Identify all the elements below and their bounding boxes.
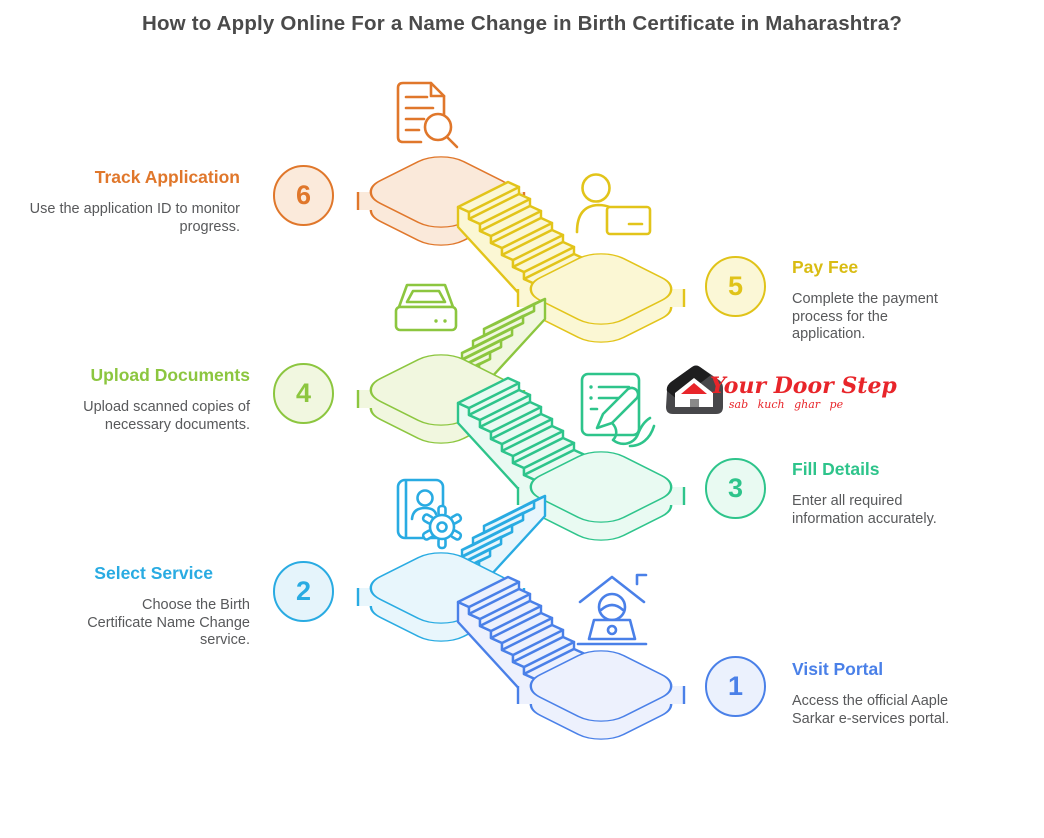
step-description: Enter all required information accuratel… bbox=[792, 493, 937, 527]
scanner-glass bbox=[405, 289, 447, 304]
platform-step-3 bbox=[516, 451, 686, 541]
step-number-badge-6: 6 bbox=[273, 165, 334, 226]
step-description: Use the application ID to monitor progre… bbox=[29, 201, 240, 235]
step-title: Fill Details bbox=[792, 459, 880, 479]
step-block-pay-fee: Pay Fee Complete the payment process for… bbox=[792, 258, 960, 344]
platform-step-1 bbox=[516, 650, 686, 740]
stair-tread bbox=[489, 216, 554, 250]
stair-tread bbox=[482, 297, 547, 331]
pen bbox=[595, 386, 640, 430]
gear-ring bbox=[428, 513, 456, 541]
form-pen-icon bbox=[580, 372, 656, 448]
scanner-base bbox=[394, 305, 458, 332]
contact-shoulders bbox=[410, 506, 438, 521]
stair-tread bbox=[456, 575, 521, 609]
stair-tread bbox=[500, 228, 565, 262]
contact-head bbox=[416, 489, 434, 507]
scanner-icon bbox=[394, 283, 458, 332]
credit-card bbox=[605, 205, 652, 236]
logo-house-door bbox=[690, 399, 699, 407]
laptop-logo-dot bbox=[606, 624, 618, 636]
stair-tread bbox=[456, 180, 521, 214]
stair-tread bbox=[478, 599, 543, 633]
document-outline bbox=[396, 81, 446, 144]
magnifier-lens bbox=[423, 112, 453, 142]
stair-tread bbox=[489, 611, 554, 645]
page-title: How to Apply Online For a Name Change in… bbox=[141, 12, 903, 35]
roof-corner-mark bbox=[635, 573, 648, 586]
logo-house-red-roof bbox=[681, 383, 707, 394]
stair-tread bbox=[511, 240, 576, 274]
staircase-4-to-3 bbox=[456, 376, 587, 509]
step-description: Access the official Aaple Sarkar e-servi… bbox=[792, 693, 950, 727]
account-service-gear-icon bbox=[396, 478, 463, 550]
stair-tread bbox=[471, 506, 536, 540]
gear-hub bbox=[436, 521, 448, 533]
stair-tread bbox=[482, 494, 547, 528]
hand-wrist bbox=[628, 424, 656, 448]
scanner-lid bbox=[397, 283, 455, 309]
stair-tread bbox=[511, 436, 576, 470]
person-payment-card-icon bbox=[575, 173, 652, 236]
brand-logo: Your Door Step sab kuch ghar pe bbox=[710, 373, 897, 411]
step-number-badge-2: 2 bbox=[273, 561, 334, 622]
step-title: Pay Fee bbox=[792, 257, 859, 277]
stair-tread bbox=[460, 518, 525, 552]
stair-tread bbox=[478, 204, 543, 238]
step-title: Upload Documents bbox=[90, 365, 250, 385]
stair-tread bbox=[511, 635, 576, 669]
brand-name: Your Door Step bbox=[710, 373, 897, 399]
step-number-badge-1: 1 bbox=[705, 656, 766, 717]
step-title: Select Service bbox=[94, 563, 213, 583]
stair-tread bbox=[500, 424, 565, 458]
hand bbox=[610, 416, 652, 446]
form-bullet-1 bbox=[589, 385, 593, 389]
stair-tread bbox=[460, 321, 525, 355]
stair-tread bbox=[500, 623, 565, 657]
stair-tread bbox=[467, 587, 532, 621]
document-search-icon bbox=[396, 81, 459, 149]
step-description: Upload scanned copies of necessary docum… bbox=[83, 399, 250, 433]
house-laptop-icon bbox=[576, 573, 648, 646]
step-number-badge-3: 3 bbox=[705, 458, 766, 519]
house-roof bbox=[578, 575, 646, 604]
laptop-screen bbox=[587, 618, 637, 641]
step-title: Track Application bbox=[94, 167, 240, 187]
step-block-select-service: Select Service Choose the Birth Certific… bbox=[15, 564, 250, 650]
form-sheet bbox=[580, 372, 641, 437]
logo-house-icon bbox=[666, 365, 723, 414]
step-description: Choose the Birth Certificate Name Change… bbox=[87, 597, 250, 649]
stair-tread bbox=[489, 412, 554, 446]
stair-tread bbox=[467, 192, 532, 226]
platform-step-5 bbox=[516, 253, 686, 343]
person-head bbox=[581, 173, 611, 203]
step-block-fill-details: Fill Details Enter all required informat… bbox=[792, 460, 960, 528]
stair-tread bbox=[467, 388, 532, 422]
form-bullet-2 bbox=[589, 396, 593, 400]
scanner-led-2 bbox=[443, 319, 447, 323]
magnifier-handle bbox=[445, 135, 459, 149]
stair-tread bbox=[471, 309, 536, 343]
step-block-visit-portal: Visit Portal Access the official Aaple S… bbox=[792, 660, 970, 728]
step-block-track-application: Track Application Use the application ID… bbox=[10, 168, 240, 236]
step-block-upload-documents: Upload Documents Upload scanned copies o… bbox=[15, 366, 250, 434]
platforms-and-stairs bbox=[356, 156, 686, 740]
scanner-led-1 bbox=[434, 319, 438, 323]
document-fold bbox=[429, 81, 446, 98]
user-hair-line bbox=[599, 603, 625, 612]
step-number-badge-4: 4 bbox=[273, 363, 334, 424]
step-description: Complete the payment process for the app… bbox=[792, 291, 938, 343]
step-number-badge-5: 5 bbox=[705, 256, 766, 317]
step-title: Visit Portal bbox=[792, 659, 884, 679]
stair-tread bbox=[456, 376, 521, 410]
brand-tagline: sab kuch ghar pe bbox=[728, 398, 844, 411]
document-text-lines bbox=[404, 95, 435, 132]
stair-tread bbox=[478, 400, 543, 434]
